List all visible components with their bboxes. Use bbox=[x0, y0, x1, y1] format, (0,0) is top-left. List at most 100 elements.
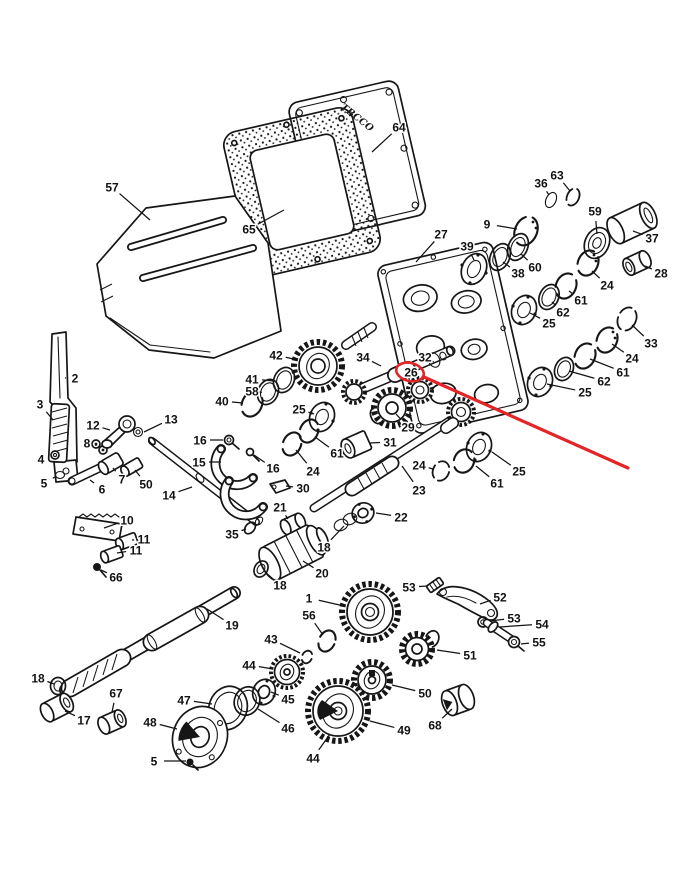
part-label-62: 62 bbox=[556, 306, 570, 320]
leader-line-10 bbox=[103, 522, 118, 529]
leader-line-42 bbox=[285, 356, 299, 361]
part-label-19: 19 bbox=[225, 619, 239, 633]
part-label-18: 18 bbox=[31, 672, 45, 686]
leader-line-24 bbox=[591, 270, 601, 279]
leader-line-44 bbox=[318, 733, 331, 751]
part-label-11: 11 bbox=[130, 544, 143, 558]
part-label-50: 50 bbox=[139, 478, 153, 492]
leader-line-61 bbox=[568, 290, 574, 295]
bolt-4 bbox=[50, 450, 60, 460]
shift-fork-15b bbox=[219, 476, 268, 521]
leader-line-54 bbox=[499, 624, 533, 628]
leader-line-50 bbox=[391, 684, 416, 692]
part-label-16: 16 bbox=[193, 434, 207, 448]
leader-line-6 bbox=[89, 479, 95, 484]
washer-32 bbox=[427, 351, 447, 368]
part-label-42: 42 bbox=[269, 349, 283, 363]
part-label-62: 62 bbox=[597, 375, 611, 389]
spacer-37 bbox=[606, 201, 658, 245]
part-label-57: 57 bbox=[105, 181, 119, 195]
kick-arm-52 bbox=[436, 585, 499, 621]
roller-11b bbox=[99, 544, 124, 564]
ring-18b bbox=[253, 560, 269, 578]
part-label-40: 40 bbox=[215, 395, 229, 409]
part-label-24: 24 bbox=[600, 279, 614, 293]
gear-50 bbox=[351, 659, 393, 701]
leader-line-64 bbox=[371, 133, 393, 153]
leader-line-3 bbox=[45, 411, 54, 421]
leader-line-56 bbox=[314, 622, 324, 636]
pin-7 bbox=[97, 452, 124, 476]
part-label-26: 26 bbox=[404, 366, 418, 380]
part-label-44: 44 bbox=[242, 659, 256, 673]
part-label-12: 12 bbox=[86, 419, 100, 433]
part-label-49: 49 bbox=[397, 724, 411, 738]
leader-line-1 bbox=[318, 599, 345, 607]
leader-line-38 bbox=[502, 261, 511, 268]
part-label-60: 60 bbox=[528, 261, 542, 275]
gear-29-pinion bbox=[406, 376, 434, 404]
ring-18c bbox=[49, 676, 67, 696]
leader-line-24 bbox=[611, 343, 625, 353]
part-label-32: 32 bbox=[418, 351, 432, 365]
part-label-45: 45 bbox=[281, 693, 295, 707]
part-label-6: 6 bbox=[99, 483, 106, 497]
leader-line-20 bbox=[302, 560, 314, 569]
circlip-24a bbox=[576, 249, 600, 277]
leader-line-40 bbox=[231, 401, 244, 404]
part-label-24: 24 bbox=[625, 352, 639, 366]
gasket-65 bbox=[222, 106, 382, 278]
leader-line-49 bbox=[369, 720, 395, 729]
leader-line-65 bbox=[257, 209, 285, 225]
spacer-67 bbox=[97, 709, 127, 735]
gear-44a bbox=[269, 654, 305, 690]
part-label-66: 66 bbox=[109, 571, 123, 585]
circlip-40 bbox=[240, 390, 264, 418]
leader-line-5 bbox=[52, 476, 56, 479]
bolt-55 bbox=[507, 635, 525, 652]
leader-line-18 bbox=[264, 571, 273, 579]
leader-line-28 bbox=[644, 265, 653, 270]
leader-line-61 bbox=[589, 358, 614, 369]
snap-ring-9 bbox=[513, 215, 539, 247]
leader-line-61 bbox=[314, 436, 330, 448]
part-label-55: 55 bbox=[532, 636, 546, 650]
leader-line-7 bbox=[112, 467, 117, 472]
part-label-25: 25 bbox=[292, 403, 306, 417]
part-label-5: 5 bbox=[151, 755, 158, 769]
leader-line-25 bbox=[529, 312, 541, 319]
part-label-36: 36 bbox=[534, 177, 548, 191]
part-label-3: 3 bbox=[37, 398, 44, 412]
output-shaft-19 bbox=[59, 586, 241, 698]
clip-43 bbox=[300, 649, 314, 665]
leader-line-60 bbox=[520, 253, 529, 261]
leader-line-25 bbox=[546, 383, 576, 391]
leader-line-67 bbox=[111, 702, 115, 713]
shift-drum-20 bbox=[258, 524, 330, 582]
leader-line-44 bbox=[258, 666, 274, 670]
leader-line-30 bbox=[285, 485, 294, 488]
part-label-7: 7 bbox=[119, 473, 126, 487]
part-label-18: 18 bbox=[273, 579, 287, 593]
stopper-plate-10 bbox=[72, 513, 123, 542]
bolt-5b bbox=[186, 758, 199, 771]
circlip-61c bbox=[452, 448, 476, 474]
circlip-33 bbox=[616, 306, 638, 332]
leader-line-23 bbox=[401, 465, 414, 483]
pin-53a bbox=[425, 576, 445, 594]
leader-line-14 bbox=[178, 486, 193, 493]
part-label-53: 53 bbox=[507, 612, 521, 626]
circlip-61b bbox=[573, 342, 597, 370]
ring-38 bbox=[488, 242, 512, 272]
leader-line-41 bbox=[261, 379, 275, 382]
leader-line-52 bbox=[479, 599, 491, 605]
circlip-61a bbox=[554, 272, 578, 300]
bolt-16a bbox=[223, 434, 240, 450]
bearing-25a bbox=[510, 294, 538, 326]
pin-50 bbox=[120, 457, 144, 477]
ring-62b bbox=[553, 356, 575, 382]
gear-42 bbox=[291, 339, 345, 393]
leader-line-22 bbox=[375, 512, 392, 517]
leader-line-32 bbox=[431, 360, 434, 363]
part-label-24: 24 bbox=[412, 459, 426, 473]
